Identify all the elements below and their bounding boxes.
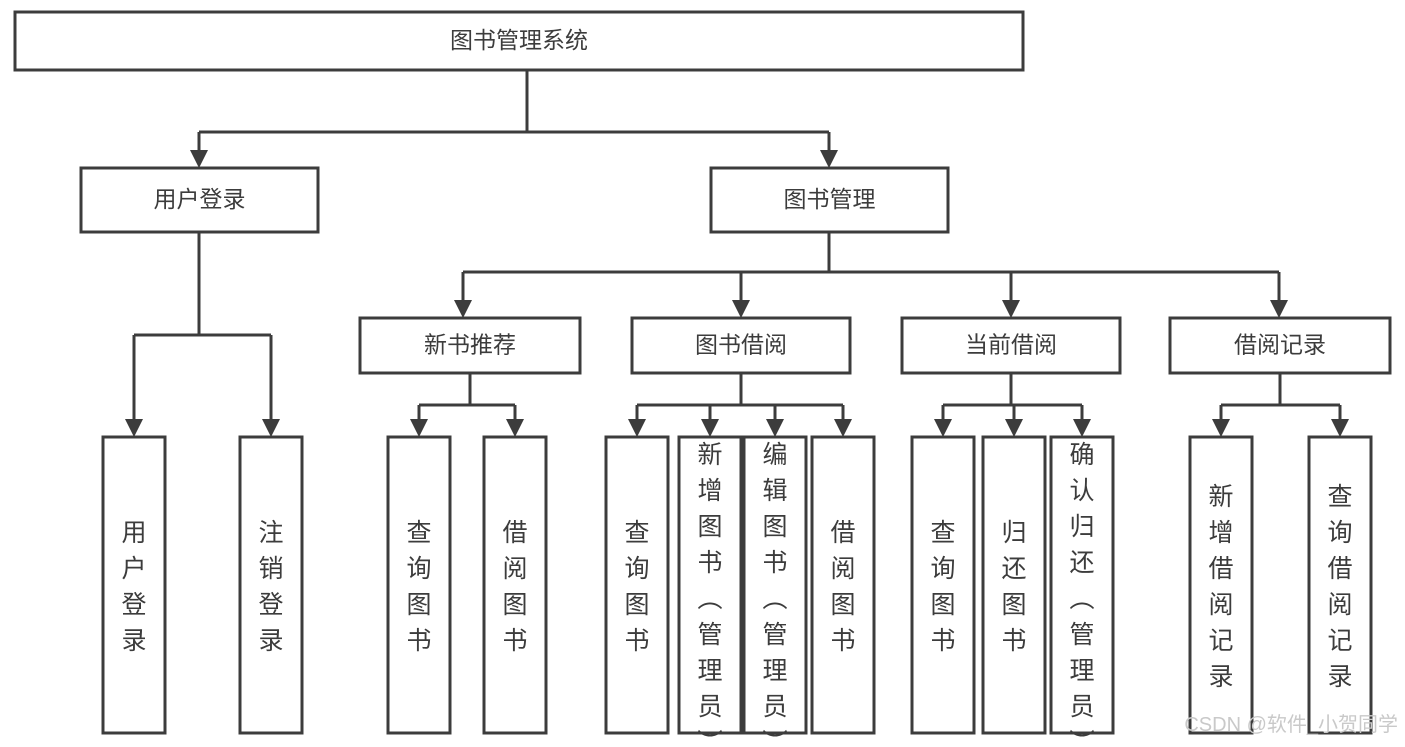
connector-user-login-to-leaves — [125, 232, 280, 437]
connector-arrowhead — [1002, 300, 1020, 318]
node-box-book-borrow[interactable] — [630, 316, 852, 375]
connector-book-management-to-level2 — [454, 232, 1288, 318]
node-label-root: 图书管理系统 — [450, 27, 588, 53]
node-leaf-query-book-rec[interactable]: 查询图书 — [386, 435, 452, 735]
connector-arrowhead — [701, 419, 719, 437]
connector-layer — [125, 70, 1349, 437]
node-leaf-edit-book-admin[interactable]: 编辑图书︵管理员︶ — [742, 435, 808, 747]
node-box-user-login[interactable] — [79, 166, 320, 234]
node-leaf-query-borrow-record[interactable]: 查询借阅记录 — [1307, 435, 1373, 735]
connector-arrowhead — [454, 300, 472, 318]
node-label-leaf-query-book-borrow: 查询图书 — [624, 519, 649, 655]
connector-new-book-recommend-to-leaves — [410, 373, 524, 437]
node-label-leaf-confirm-return-admin: 确认归还︵管理员︶ — [1069, 441, 1094, 747]
node-label-borrow-record: 借阅记录 — [1234, 332, 1326, 358]
node-label-book-management: 图书管理 — [784, 186, 876, 212]
node-box-leaf-query-book-borrow[interactable] — [604, 435, 670, 735]
node-box-leaf-query-borrow-record[interactable] — [1307, 435, 1373, 735]
node-box-leaf-user-login[interactable] — [101, 435, 167, 735]
connector-arrowhead — [410, 419, 428, 437]
node-box-leaf-add-borrow-record[interactable] — [1188, 435, 1254, 735]
connector-arrowhead — [820, 150, 838, 168]
node-label-leaf-edit-book-admin: 编辑图书︵管理员︶ — [762, 441, 787, 747]
node-label-leaf-borrow-book-rec: 借阅图书 — [502, 519, 527, 655]
node-book-borrow[interactable]: 图书借阅 — [630, 316, 852, 375]
connector-arrowhead — [506, 419, 524, 437]
node-label-user-login: 用户登录 — [154, 186, 246, 212]
node-leaf-borrow-book-rec[interactable]: 借阅图书 — [482, 435, 548, 735]
connector-arrowhead — [628, 419, 646, 437]
connector-arrowhead — [1073, 419, 1091, 437]
connector-borrow-record-to-leaves — [1212, 373, 1349, 437]
node-root[interactable]: 图书管理系统 — [13, 10, 1025, 72]
connector-arrowhead — [125, 419, 143, 437]
node-box-leaf-add-book-admin[interactable] — [677, 435, 743, 735]
node-box-new-book-recommend[interactable] — [358, 316, 582, 375]
node-box-leaf-return-book[interactable] — [981, 435, 1047, 735]
connector-current-borrow-to-leaves — [934, 373, 1091, 437]
node-box-root[interactable] — [13, 10, 1025, 72]
node-label-leaf-logout-login: 注销登录 — [258, 519, 283, 655]
node-box-borrow-record[interactable] — [1168, 316, 1392, 375]
connector-arrowhead — [1270, 300, 1288, 318]
node-box-leaf-borrow-book[interactable] — [810, 435, 876, 735]
node-leaf-add-borrow-record[interactable]: 新增借阅记录 — [1188, 435, 1254, 735]
node-box-leaf-query-book-rec[interactable] — [386, 435, 452, 735]
connector-arrowhead — [1005, 419, 1023, 437]
node-label-leaf-borrow-book: 借阅图书 — [830, 519, 855, 655]
connector-arrowhead — [190, 150, 208, 168]
node-label-leaf-user-login: 用户登录 — [121, 519, 146, 655]
node-leaf-query-book-current[interactable]: 查询图书 — [910, 435, 976, 735]
connector-arrowhead — [262, 419, 280, 437]
node-box-leaf-edit-book-admin[interactable] — [742, 435, 808, 735]
node-new-book-recommend[interactable]: 新书推荐 — [358, 316, 582, 375]
node-box-leaf-logout-login[interactable] — [238, 435, 304, 735]
connector-book-borrow-to-leaves — [628, 373, 852, 437]
node-box-current-borrow[interactable] — [900, 316, 1122, 375]
node-leaf-query-book-borrow[interactable]: 查询图书 — [604, 435, 670, 735]
node-box-leaf-query-book-current[interactable] — [910, 435, 976, 735]
node-label-current-borrow: 当前借阅 — [965, 332, 1057, 358]
node-user-login[interactable]: 用户登录 — [79, 166, 320, 234]
node-label-leaf-return-book: 归还图书 — [1001, 519, 1026, 655]
node-box-leaf-confirm-return-admin[interactable] — [1049, 435, 1115, 735]
node-leaf-borrow-book[interactable]: 借阅图书 — [810, 435, 876, 735]
node-book-management[interactable]: 图书管理 — [709, 166, 950, 234]
node-label-leaf-query-borrow-record: 查询借阅记录 — [1327, 483, 1352, 691]
node-label-new-book-recommend: 新书推荐 — [424, 332, 516, 358]
csdn-watermark: CSDN @软件_小贺同学 — [1184, 713, 1398, 736]
node-layer: 图书管理系统用户登录图书管理新书推荐图书借阅当前借阅借阅记录用户登录注销登录查询… — [13, 10, 1392, 747]
node-label-leaf-add-borrow-record: 新增借阅记录 — [1208, 483, 1233, 691]
node-label-book-borrow: 图书借阅 — [695, 332, 787, 358]
node-current-borrow[interactable]: 当前借阅 — [900, 316, 1122, 375]
node-leaf-add-book-admin[interactable]: 新增图书︵管理员︶ — [677, 435, 743, 747]
node-leaf-return-book[interactable]: 归还图书 — [981, 435, 1047, 735]
node-borrow-record[interactable]: 借阅记录 — [1168, 316, 1392, 375]
node-box-leaf-borrow-book-rec[interactable] — [482, 435, 548, 735]
node-leaf-confirm-return-admin[interactable]: 确认归还︵管理员︶ — [1049, 435, 1115, 747]
node-leaf-logout-login[interactable]: 注销登录 — [238, 435, 304, 735]
connector-arrowhead — [834, 419, 852, 437]
node-label-leaf-query-book-current: 查询图书 — [930, 519, 955, 655]
node-box-book-management[interactable] — [709, 166, 950, 234]
connector-root-to-level1 — [190, 70, 838, 168]
connector-arrowhead — [766, 419, 784, 437]
node-label-leaf-query-book-rec: 查询图书 — [406, 519, 431, 655]
node-leaf-user-login[interactable]: 用户登录 — [101, 435, 167, 735]
node-label-leaf-add-book-admin: 新增图书︵管理员︶ — [697, 441, 722, 747]
connector-arrowhead — [732, 300, 750, 318]
connector-arrowhead — [1212, 419, 1230, 437]
connector-arrowhead — [934, 419, 952, 437]
connector-arrowhead — [1331, 419, 1349, 437]
